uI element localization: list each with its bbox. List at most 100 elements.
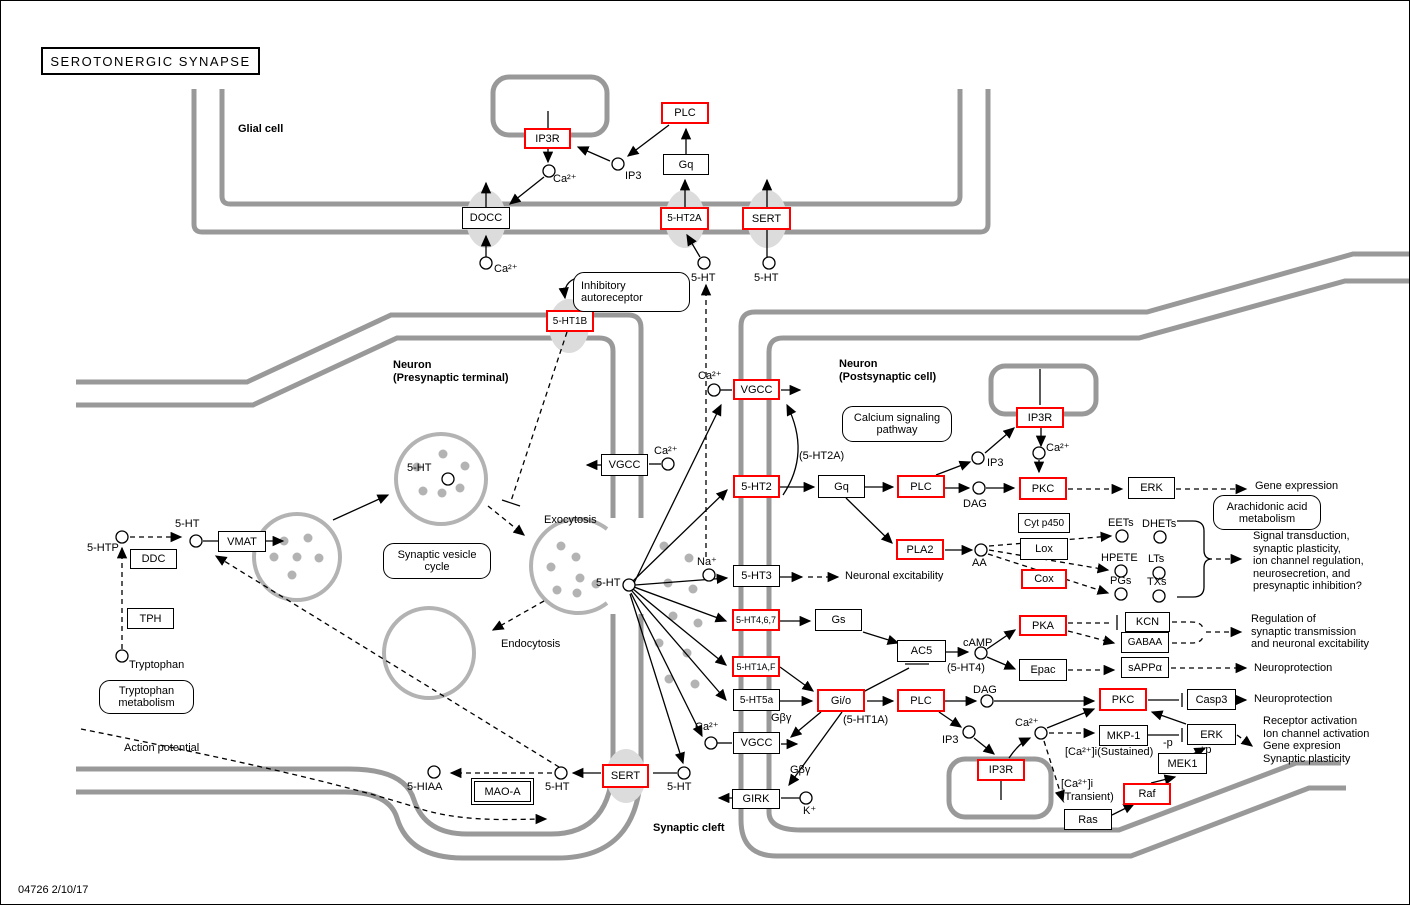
label-ht_pool: 5-HT xyxy=(175,518,200,530)
label-pgs: PGs xyxy=(1110,575,1132,587)
gene-box-pka[interactable]: PKA xyxy=(1019,615,1067,636)
synaptic-vesicles xyxy=(252,432,609,700)
label-ip3_g: IP3 xyxy=(625,170,642,182)
gene-box-plc_p2[interactable]: PLC xyxy=(897,689,945,712)
label-cleft: Synaptic cleft xyxy=(653,822,725,834)
gene-box-ht1b[interactable]: 5-HT1B xyxy=(546,310,594,332)
gene-box-docc[interactable]: DOCC xyxy=(462,207,510,229)
label-ht2a_par: (5-HT2A) xyxy=(799,450,845,462)
label-dhets: DHETs xyxy=(1142,518,1177,530)
label-ht_cleftb: 5-HT xyxy=(667,781,692,793)
gene-box-epac[interactable]: Epac xyxy=(1019,659,1067,681)
gene-box-cox[interactable]: Cox xyxy=(1021,569,1067,589)
gene-box-sert_g[interactable]: SERT xyxy=(742,207,791,230)
label-gene_exp: Gene expression xyxy=(1255,480,1339,492)
label-neuron_post: Neuron (Postsynaptic cell) xyxy=(839,358,937,383)
label-ht_ves: 5-HT xyxy=(407,462,432,474)
gene-box-ip3r_p1[interactable]: IP3R xyxy=(1016,407,1064,428)
gene-box-kcn[interactable]: KCN xyxy=(1125,612,1170,632)
gene-box-ht467[interactable]: 5-HT4,6,7 xyxy=(732,609,780,631)
label-sig_block: Signal transduction, synaptic plasticity… xyxy=(1253,530,1364,592)
label-ca_er_g: Ca²⁺ xyxy=(553,173,577,185)
label-recep_block: Receptor activation Ion channel activati… xyxy=(1263,715,1370,765)
gene-box-maoa[interactable]: MAO-A xyxy=(471,778,534,805)
label-lts: LTs xyxy=(1148,553,1165,565)
label-ca_vpt: Ca²⁺ xyxy=(698,370,722,382)
label-ca_trans: [Ca²⁺]i (Transient) xyxy=(1061,778,1114,803)
label-ca_sust: [Ca²⁺]i(Sustained) xyxy=(1065,746,1154,758)
label-plus_p: +p xyxy=(1199,744,1212,756)
gene-box-lox[interactable]: Lox xyxy=(1020,538,1068,560)
gene-box-gs[interactable]: Gs xyxy=(815,609,862,631)
gene-box-raf[interactable]: Raf xyxy=(1123,783,1171,805)
glial-cell-membrane xyxy=(191,89,991,235)
label-ht4_par: (5-HT4) xyxy=(947,662,985,674)
gene-box-gio[interactable]: Gi/o xyxy=(817,689,865,712)
label-gbg2: Gβγ xyxy=(790,764,811,776)
gene-box-erk_t[interactable]: ERK xyxy=(1128,477,1175,499)
label-na: Na⁺ xyxy=(697,556,717,568)
label-endo: Endocytosis xyxy=(501,638,561,650)
label-dag2: DAG xyxy=(973,684,997,696)
label-k: K⁺ xyxy=(803,805,817,817)
postsynaptic-membrane xyxy=(738,251,1409,859)
gene-box-tph[interactable]: TPH xyxy=(127,608,174,629)
molecule-circles xyxy=(115,157,1167,805)
gene-box-gq_g[interactable]: Gq xyxy=(663,154,709,175)
label-htp5: 5-HTP xyxy=(87,542,119,554)
gene-box-vgcc_pt[interactable]: VGCC xyxy=(733,379,780,400)
label-ip3_p2: IP3 xyxy=(942,734,959,746)
label-ip3_p1: IP3 xyxy=(987,457,1004,469)
label-gbg1: Gβγ xyxy=(771,712,792,724)
gene-box-erk_b[interactable]: ERK xyxy=(1187,724,1236,745)
gene-box-plc_g[interactable]: PLC xyxy=(661,102,709,124)
gene-box-casp3[interactable]: Casp3 xyxy=(1187,689,1236,710)
label-ht1a_par: (5-HT1A) xyxy=(843,714,889,726)
gene-box-ras[interactable]: Ras xyxy=(1064,809,1112,830)
pathway-title: SEROTONERGIC SYNAPSE xyxy=(50,53,251,69)
gene-box-mek1[interactable]: MEK1 xyxy=(1158,753,1207,774)
pathway-title-box: SEROTONERGIC SYNAPSE xyxy=(41,47,260,75)
gene-box-vmat[interactable]: VMAT xyxy=(218,531,266,552)
gene-box-gabaa[interactable]: GABAA xyxy=(1121,632,1169,653)
gene-box-ht3[interactable]: 5-HT3 xyxy=(733,565,780,587)
gene-box-sert_p[interactable]: SERT xyxy=(602,764,649,788)
label-ht_2a: 5-HT xyxy=(691,272,716,284)
gene-box-ht5a[interactable]: 5-HT5a xyxy=(733,689,780,711)
label-neuroprot2: Neuroprotection xyxy=(1254,693,1333,705)
gene-box-gq_p[interactable]: Gq xyxy=(818,475,865,498)
gene-box-ht1af[interactable]: 5-HT1A,F xyxy=(732,656,780,677)
presynaptic-membrane xyxy=(76,312,644,861)
label-minus_p: -p xyxy=(1163,737,1173,749)
label-ca_p1: Ca²⁺ xyxy=(1046,442,1070,454)
pathway-link-aam[interactable]: Arachidonic acid metabolism xyxy=(1213,495,1321,530)
gene-box-ddc[interactable]: DDC xyxy=(130,549,177,569)
gene-box-vgcc_pb[interactable]: VGCC xyxy=(733,732,780,754)
label-hpete: HPETE xyxy=(1101,552,1138,564)
gene-box-plc_p1[interactable]: PLC xyxy=(897,475,945,498)
endoplasmic-reticulum xyxy=(490,74,1099,820)
gene-box-ip3r_g[interactable]: IP3R xyxy=(524,128,571,149)
label-dag1: DAG xyxy=(963,498,987,510)
label-eets: EETs xyxy=(1108,517,1134,529)
gene-box-ip3r_p2[interactable]: IP3R xyxy=(977,759,1025,781)
gene-box-vgcc_pre[interactable]: VGCC xyxy=(601,454,648,476)
gene-box-ht2[interactable]: 5-HT2 xyxy=(733,475,780,498)
serotonin-dots xyxy=(269,449,703,689)
gene-box-sappa[interactable]: sAPPα xyxy=(1121,657,1169,678)
label-ht_in: 5-HT xyxy=(545,781,570,793)
gene-box-mkp1[interactable]: MKP-1 xyxy=(1099,725,1148,746)
pathway-link-inhib[interactable]: Inhibitory autoreceptor xyxy=(573,272,690,312)
label-ca_docc: Ca²⁺ xyxy=(494,263,518,275)
gene-box-ac5[interactable]: AC5 xyxy=(897,640,946,662)
gene-box-cyp[interactable]: Cyt p450 xyxy=(1018,513,1070,533)
gene-box-pkc_t[interactable]: PKC xyxy=(1019,477,1067,500)
pathway-link-trp_met[interactable]: Tryptophan metabolism xyxy=(99,680,194,714)
label-ca_vpre: Ca²⁺ xyxy=(654,445,678,457)
gene-box-pla2[interactable]: PLA2 xyxy=(896,539,944,560)
pathway-link-csp[interactable]: Calcium signaling pathway xyxy=(842,406,952,442)
gene-box-ht2a[interactable]: 5-HT2A xyxy=(660,207,709,230)
gene-box-pkc_b[interactable]: PKC xyxy=(1099,688,1147,711)
pathway-link-svc[interactable]: Synaptic vesicle cycle xyxy=(383,543,491,579)
gene-box-girk[interactable]: GIRK xyxy=(732,789,780,809)
